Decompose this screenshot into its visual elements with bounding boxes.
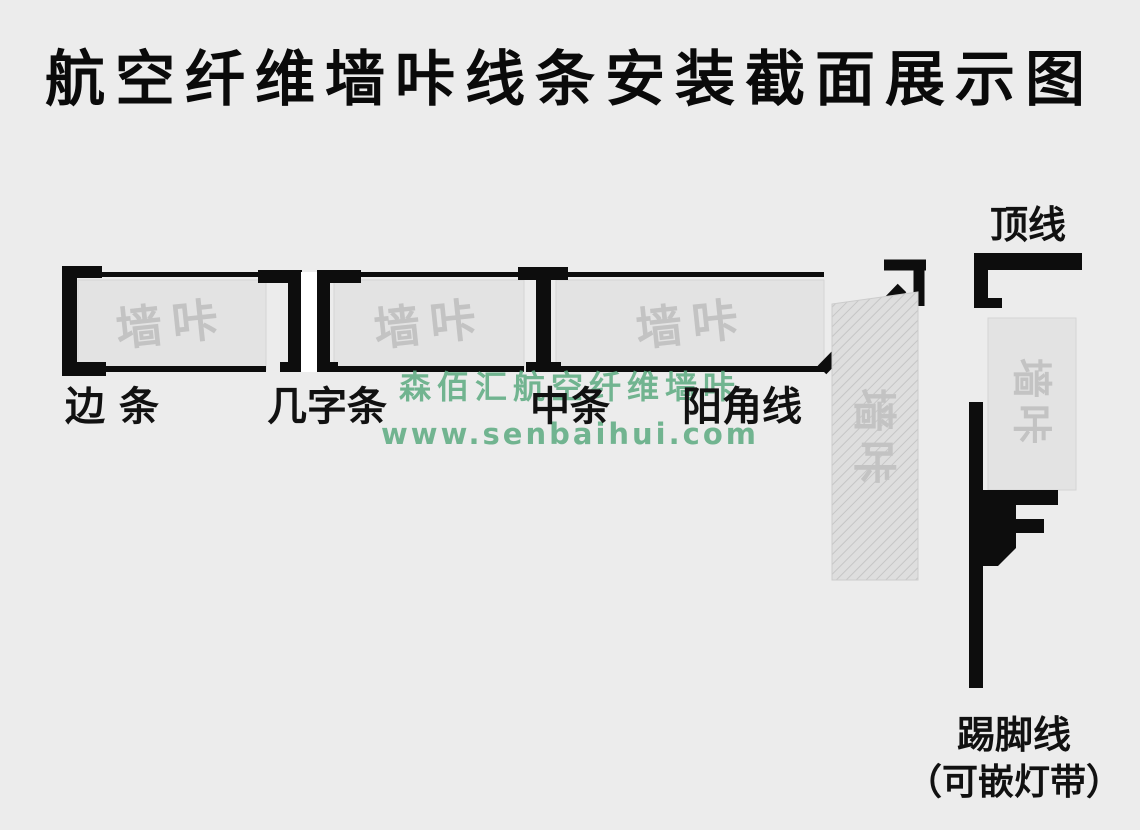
panel-1-top-edge — [78, 272, 266, 277]
crown-profile-top-bar — [974, 253, 1082, 270]
panel-1-bottom-edge — [78, 366, 266, 372]
panel-2-watermark: 墙咔 — [371, 291, 488, 356]
jizi-right-web — [317, 270, 330, 372]
brand-watermark: 森佰汇航空纤维墙咔 www.senbaihui.com — [381, 368, 759, 451]
label-crown-line: 顶线 — [990, 203, 1066, 247]
jizi-left-foot — [280, 362, 301, 372]
wall-panel-3 — [555, 279, 825, 371]
label-skirting-note: （可嵌灯带） — [906, 762, 1122, 803]
corner-panel-face — [831, 291, 919, 581]
brand-watermark-name: 森佰汇航空纤维墙咔 — [399, 368, 741, 406]
wall-panels-horizontal: 墙咔 墙咔 墙咔 — [77, 272, 825, 372]
corner-wall-panel: 墙咔 — [831, 291, 919, 581]
brand-watermark-url: www.senbaihui.com — [381, 417, 759, 451]
crown-profile-foot — [974, 298, 1002, 308]
label-skirting-line: 踢脚线 — [957, 713, 1071, 757]
skirting-assembly: 踢脚线 （可嵌灯带） — [906, 402, 1122, 803]
page-title: 航空纤维墙咔线条安装截面展示图 — [45, 45, 1095, 115]
panel-2-bottom-edge — [334, 366, 524, 372]
label-edge-strip: 边 条 — [65, 384, 159, 430]
label-middle-strip: 中条 — [530, 384, 610, 430]
edge-strip-profile — [62, 266, 106, 376]
wall-panel-1 — [77, 279, 267, 371]
middle-strip-foot — [526, 362, 561, 372]
edge-strip-shape — [62, 266, 106, 376]
right-panel-watermark: 墙咔 — [1008, 358, 1054, 450]
jizi-channel-gap — [301, 272, 317, 372]
wall-panel-2 — [333, 279, 525, 371]
panel-2-top-edge — [334, 272, 524, 277]
panel-3-watermark: 墙咔 — [633, 291, 750, 356]
wall-vertical-line — [969, 402, 983, 688]
middle-strip-stem — [536, 267, 551, 372]
panel-3-top-edge — [556, 272, 824, 277]
right-wall-panel: 墙咔 — [987, 317, 1077, 491]
right-panel-face — [987, 317, 1077, 491]
crown-line-assembly: 顶线 — [974, 203, 1082, 308]
skirting-profile-shape — [983, 490, 1058, 566]
panel-3-bottom-edge — [556, 366, 824, 372]
jizi-right-foot — [317, 362, 338, 372]
profile-labels: 边 条 几字条 中条 阳角线 — [65, 384, 802, 430]
label-outer-corner: 阳角线 — [682, 384, 802, 430]
jizi-strip-profile — [258, 270, 361, 372]
crown-profile-left-stub — [974, 253, 988, 308]
label-jizi-strip: 几字条 — [267, 384, 387, 430]
corner-panel-watermark: 墙咔 — [848, 388, 899, 492]
middle-strip-profile — [518, 267, 568, 372]
panel-1-watermark: 墙咔 — [113, 291, 230, 356]
jizi-left-web — [288, 270, 301, 372]
